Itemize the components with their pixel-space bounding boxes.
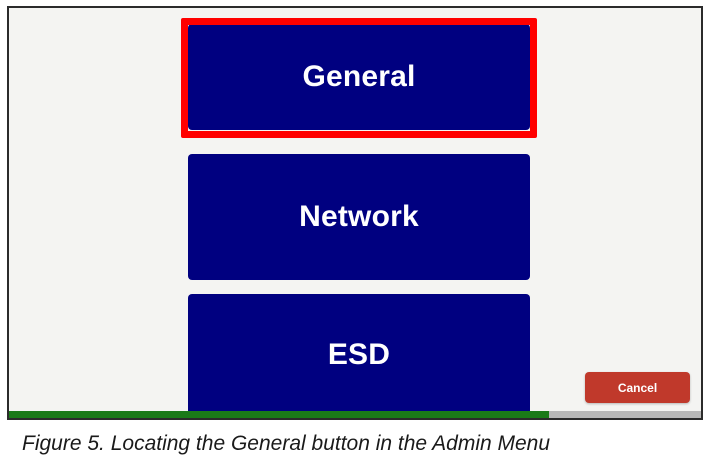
menu-button-network-label: Network	[299, 200, 419, 233]
cancel-button-label: Cancel	[617, 380, 658, 395]
status-progress-bar	[9, 411, 701, 418]
menu-button-network[interactable]: Network	[188, 154, 530, 280]
cancel-button[interactable]: Cancel	[585, 372, 690, 403]
status-progress-fill	[9, 411, 549, 418]
figure-caption: Figure 5. Locating the General button in…	[22, 432, 551, 455]
admin-menu-screen: General Network ESD Cancel	[7, 6, 703, 420]
menu-button-esd[interactable]: ESD	[188, 294, 530, 415]
menu-button-general-label: General	[302, 60, 416, 93]
menu-button-esd-label: ESD	[327, 337, 391, 371]
menu-button-general[interactable]: General	[188, 24, 530, 130]
